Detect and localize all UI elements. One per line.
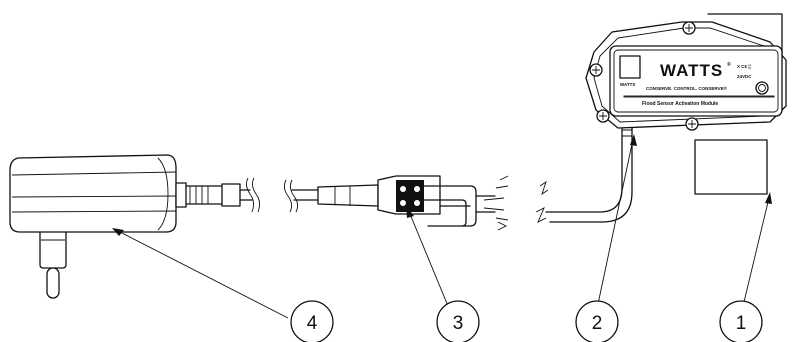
callout-3: 3 xyxy=(436,300,480,342)
power-adapter xyxy=(9,154,261,299)
tagline: CONSERVE. CONTROL. CONSERVE® xyxy=(646,85,728,91)
leader-lines xyxy=(112,134,772,319)
screw-top-right xyxy=(682,21,696,35)
voltage-label: 24VDC xyxy=(737,74,752,79)
svg-text:3: 3 xyxy=(453,313,464,334)
screw-top-left xyxy=(589,63,603,77)
brand-logo: WATTS xyxy=(660,61,723,80)
module-title: Flood Sensor Activation Module xyxy=(642,101,718,107)
brand-registered: ® xyxy=(727,61,731,68)
callout-4: 4 xyxy=(290,300,334,342)
connector xyxy=(283,175,549,231)
status-led-icon xyxy=(755,81,769,95)
svg-text:4: 4 xyxy=(307,313,318,334)
screw-bottom-left xyxy=(596,109,610,123)
ce-mark: X C€ ¦¦ xyxy=(737,64,751,69)
badge-text: WATTS xyxy=(620,82,635,87)
flood-sensor-module: WATTS WATTS ® X C€ ¦¦ 24VDC CONSERVE. CO… xyxy=(545,13,787,223)
screw-bottom-right xyxy=(685,117,699,131)
svg-text:2: 2 xyxy=(592,313,603,334)
svg-text:1: 1 xyxy=(736,313,747,334)
callout-1: 1 xyxy=(719,300,763,342)
callout-2: 2 xyxy=(575,300,619,342)
